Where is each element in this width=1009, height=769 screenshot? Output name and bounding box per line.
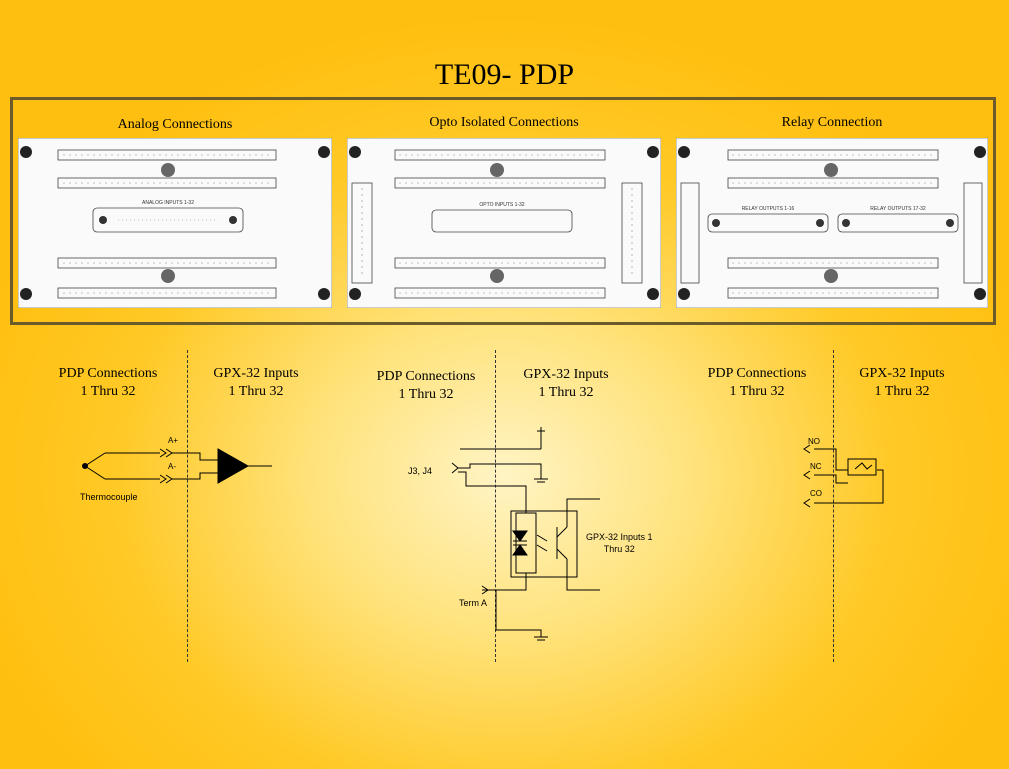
- analog-divider: [187, 350, 188, 662]
- analog-gpx-line1: GPX-32 Inputs: [213, 366, 299, 381]
- led-2: [512, 544, 528, 556]
- relay-switch: [854, 462, 873, 470]
- opto-board-image: OPTO INPUTS 1-32: [347, 138, 661, 308]
- term-a-label: Term A: [459, 598, 488, 608]
- analog-board-image: ANALOG INPUTS 1-32: [18, 138, 332, 308]
- analog-pdp-line1: PDP Connections: [58, 366, 158, 381]
- opto-gpx-line2: 1 Thru 32: [538, 385, 594, 400]
- gpx-note: GPX-32 Inputs 1 Thru 32: [586, 531, 653, 555]
- relay-contact-box: [847, 458, 877, 476]
- analog-pdp-heading: PDP Connections 1 Thru 32: [40, 365, 176, 401]
- opto-board-caption: OPTO INPUTS 1-32: [479, 202, 524, 208]
- opto-gpx-line1: GPX-32 Inputs: [523, 367, 609, 382]
- boards-frame: [10, 97, 996, 325]
- light-arrows: [536, 534, 548, 552]
- thermocouple-junction: [82, 463, 88, 469]
- opto-pdp-line1: PDP Connections: [376, 369, 476, 384]
- gpx-note-line1: GPX-32 Inputs 1: [586, 532, 653, 542]
- nc-terminal: [803, 470, 811, 480]
- co-label: CO: [810, 489, 822, 498]
- j3-j4-label: J3, J4: [408, 466, 433, 476]
- relay-gpx-line2: 1 Thru 32: [874, 384, 930, 399]
- relay-pdp-line2: 1 Thru 32: [729, 384, 785, 399]
- relay-pdp-line1: PDP Connections: [707, 366, 807, 381]
- led-1: [512, 530, 528, 542]
- relay-gpx-heading: GPX-32 Inputs 1 Thru 32: [842, 365, 962, 401]
- analog-pdp-line2: 1 Thru 32: [80, 384, 136, 399]
- relay-board-label: Relay Connection: [781, 115, 883, 130]
- amplifier-symbol: [217, 448, 250, 484]
- relay-gpx-line1: GPX-32 Inputs: [859, 366, 945, 381]
- analog-gpx-line2: 1 Thru 32: [228, 384, 284, 399]
- gpx-note-line2: Thru 32: [603, 544, 635, 554]
- optocoupler-box: [510, 510, 578, 578]
- relay-board-caption-a: RELAY OUTPUTS 1-16: [742, 206, 795, 212]
- analog-board-caption: ANALOG INPUTS 1-32: [142, 200, 194, 206]
- a-plus-label: A+: [168, 436, 179, 445]
- relay-divider: [833, 350, 834, 662]
- term-a-terminal: [481, 585, 489, 595]
- relay-board-image: RELAY OUTPUTS 1-16 RELAY OUTPUTS 17-32: [676, 138, 988, 308]
- opto-pdp-line2: 1 Thru 32: [398, 387, 454, 402]
- analog-gpx-heading: GPX-32 Inputs 1 Thru 32: [196, 365, 316, 401]
- opto-pdp-heading: PDP Connections 1 Thru 32: [362, 368, 490, 404]
- j3-j4-terminal: [451, 462, 459, 474]
- opto-divider: [495, 350, 496, 662]
- thermocouple-label: Thermocouple: [80, 492, 138, 502]
- analog-board-label: Analog Connections: [117, 117, 233, 132]
- a-minus-terminal: [159, 474, 173, 484]
- page-title: TE09- PDP: [434, 58, 575, 91]
- opto-gpx-heading: GPX-32 Inputs 1 Thru 32: [506, 366, 626, 402]
- thermocouple-symbol: [84, 452, 160, 480]
- no-label: NO: [808, 437, 820, 446]
- no-terminal: [803, 444, 811, 454]
- relay-board-caption-b: RELAY OUTPUTS 17-32: [870, 206, 926, 212]
- relay-pdp-heading: PDP Connections 1 Thru 32: [688, 365, 826, 401]
- opto-board-label: Opto Isolated Connections: [429, 115, 579, 130]
- a-minus-label: A-: [168, 462, 176, 471]
- co-terminal: [803, 498, 811, 508]
- a-plus-terminal: [159, 448, 173, 458]
- nc-label: NC: [810, 462, 822, 471]
